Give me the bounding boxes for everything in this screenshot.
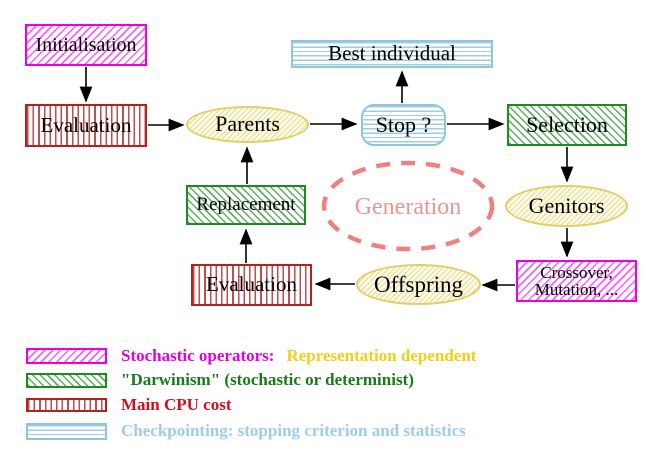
legend-label-darwinism: "Darwinism" (stochastic or determinist) — [121, 370, 414, 389]
legend-row-darwinism: "Darwinism" (stochastic or determinist) — [26, 370, 414, 390]
node-stop: Stop ? — [361, 104, 446, 146]
legend-label-checkpointing: Checkpointing: stopping criterion and st… — [121, 421, 466, 440]
node-stop-label: Stop ? — [375, 111, 432, 137]
node-parents-label: Parents — [215, 111, 280, 137]
legend-swatch-cyan-horizontal-lines — [26, 422, 107, 440]
node-best-individual-label: Best individual — [328, 41, 456, 66]
node-genitors-label: Genitors — [528, 192, 605, 218]
node-crossover-label: Crossover, — [540, 262, 613, 282]
legend-row-main-cpu-cost: Main CPU cost — [26, 395, 231, 415]
legend-swatch-green-hatch — [26, 372, 107, 388]
node-evaluation-bottom-label: Evaluation — [206, 272, 297, 297]
legend-row-checkpointing: Checkpointing: stopping criterion and st… — [26, 421, 466, 441]
node-mutation-label: Mutation, ... — [534, 280, 619, 299]
node-replacement-label: Replacement — [196, 194, 296, 216]
node-crossover-mutation: Crossover, Mutation, ... — [516, 260, 637, 302]
legend-swatch-magenta-hatch — [26, 348, 107, 364]
node-offspring: Offspring — [356, 264, 481, 305]
node-evaluation-top-label: Evaluation — [40, 112, 132, 137]
legend-row-stochastic-operators: Stochastic operators: Representation dep… — [26, 346, 476, 366]
node-genitors: Genitors — [505, 185, 628, 227]
node-best-individual: Best individual — [291, 40, 493, 68]
node-evaluation-top: Evaluation — [25, 104, 147, 147]
legend-label-stochastic-operators: Stochastic operators: — [121, 346, 275, 365]
legend-label-representation-dependent: Representation dependent — [286, 346, 477, 365]
node-evaluation-bottom: Evaluation — [191, 264, 312, 306]
generation-label: Generation — [354, 194, 462, 220]
node-parents: Parents — [186, 106, 309, 143]
node-selection-label: Selection — [526, 111, 608, 137]
legend-swatch-red-vertical-lines — [26, 398, 107, 412]
node-replacement: Replacement — [186, 185, 306, 225]
node-initialisation-label: Initialisation — [35, 33, 137, 56]
legend-label-main-cpu-cost: Main CPU cost — [121, 395, 232, 414]
node-selection: Selection — [507, 104, 627, 146]
node-initialisation: Initialisation — [25, 24, 147, 66]
node-offspring-label: Offspring — [373, 271, 463, 297]
